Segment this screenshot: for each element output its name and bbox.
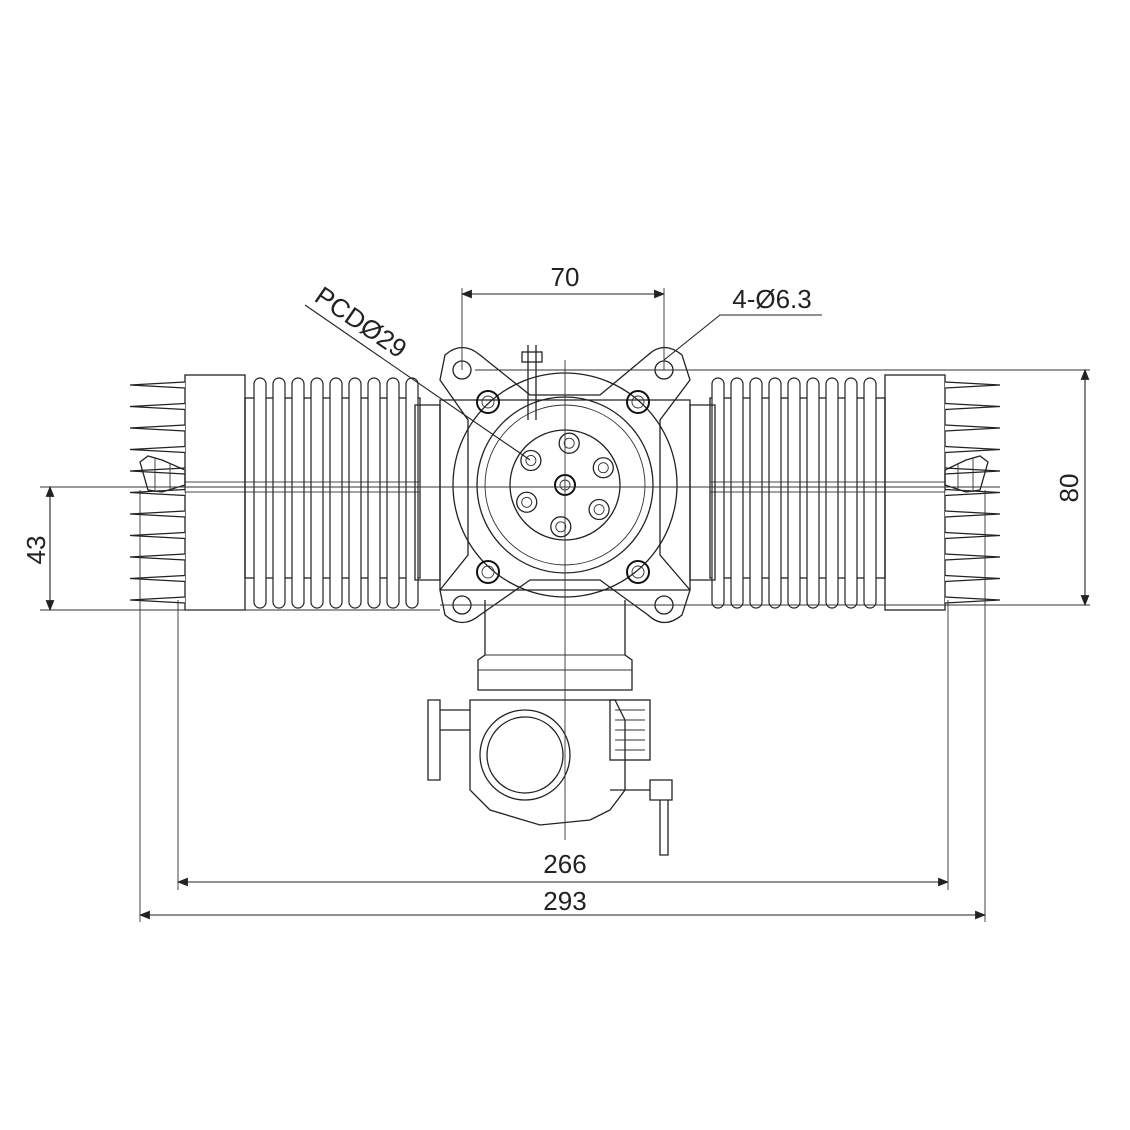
prop-bolt <box>550 516 572 538</box>
head-fin <box>129 424 186 432</box>
cylinder-fin <box>844 377 858 609</box>
cylinder-fin <box>272 377 286 609</box>
head-fin <box>944 553 1001 561</box>
cylinder-fin <box>749 377 763 609</box>
case-bolt-inner <box>481 395 495 409</box>
dimension-80-label: 80 <box>1054 474 1084 503</box>
cylinder-fin <box>863 377 877 609</box>
cylinder-fin <box>386 377 400 609</box>
cylinder-fin <box>787 377 801 609</box>
cylinder-head <box>184 374 246 611</box>
head-fin <box>944 424 1001 432</box>
prop-bolt <box>592 457 614 479</box>
prop-bolt-hole <box>597 462 609 474</box>
case-bolt <box>626 560 650 584</box>
head-fin <box>944 488 1001 497</box>
choke-lever <box>521 345 543 420</box>
head-fin <box>129 574 186 583</box>
cylinder-fin <box>291 377 305 609</box>
dimension-266-label: 266 <box>543 849 586 879</box>
dimension-70-label: 70 <box>551 262 580 292</box>
head-fin <box>944 445 1001 454</box>
dimension-43: 43 <box>21 485 55 612</box>
head-fin <box>129 381 186 389</box>
prop-bolt-hole <box>563 437 575 449</box>
prop-bolt-hole <box>521 496 533 508</box>
cylinder-fin <box>253 377 267 609</box>
cylinder-fin <box>348 377 362 609</box>
case-bolt <box>626 390 650 414</box>
prop-bolt-hole <box>555 521 567 533</box>
prop-bolt <box>558 432 580 454</box>
dimension-mount-holes: 4-Ø6.3 <box>663 284 822 361</box>
head-fin <box>944 510 1001 518</box>
cylinder-fin <box>405 377 419 609</box>
prop-bolt-hole <box>525 455 537 466</box>
cylinder-fin <box>730 377 744 609</box>
prop-bolt <box>520 449 542 472</box>
cylinder-fin <box>825 377 839 609</box>
head-fin <box>944 402 1001 411</box>
head-fin <box>944 596 1001 604</box>
mount-holes-label: 4-Ø6.3 <box>732 284 812 314</box>
dimension-266: 266 <box>176 849 950 887</box>
cylinder-fin <box>711 377 725 609</box>
prop-bolt <box>588 498 610 521</box>
prop-bolt-circle <box>516 432 614 538</box>
left-cylinder <box>129 374 421 611</box>
right-cylinder <box>709 374 1001 611</box>
dimension-70: 70 <box>460 262 666 299</box>
mount-holes <box>452 360 674 615</box>
head-fin <box>129 402 186 411</box>
left-spark-plug <box>139 455 186 493</box>
case-bolt-inner <box>481 565 495 579</box>
cylinder-head <box>884 374 946 611</box>
cylinder-fin <box>806 377 820 609</box>
cylinder-fin <box>768 377 782 609</box>
head-fin <box>944 574 1001 583</box>
case-bolt-inner <box>631 565 645 579</box>
pcd-label: PCDØ29 <box>310 280 413 364</box>
prop-bolt <box>516 491 538 513</box>
head-fin <box>944 467 1001 475</box>
case-bolt-inner <box>631 395 645 409</box>
dimension-43-label: 43 <box>21 536 51 565</box>
case-bolt <box>476 390 500 414</box>
centerlines <box>40 288 1090 922</box>
head-fin <box>129 531 186 540</box>
head-fin <box>129 445 186 454</box>
head-fin <box>944 381 1001 389</box>
head-fin <box>129 596 186 604</box>
cylinder-fin <box>310 377 324 609</box>
head-fin <box>129 488 186 497</box>
head-fin <box>129 510 186 518</box>
cylinder-fin <box>329 377 343 609</box>
case-bolt <box>476 560 500 584</box>
head-fin <box>129 467 186 475</box>
right-spark-plug <box>944 455 989 493</box>
head-fin <box>944 531 1001 540</box>
head-fin <box>129 553 186 561</box>
dimension-80: 80 <box>1054 368 1090 607</box>
carburetor <box>427 699 673 856</box>
cylinder-fin <box>367 377 381 609</box>
prop-bolt-hole <box>593 504 605 515</box>
dimension-293-label: 293 <box>543 886 586 916</box>
dimension-293: 293 <box>138 886 987 920</box>
intake-manifold <box>477 600 633 691</box>
